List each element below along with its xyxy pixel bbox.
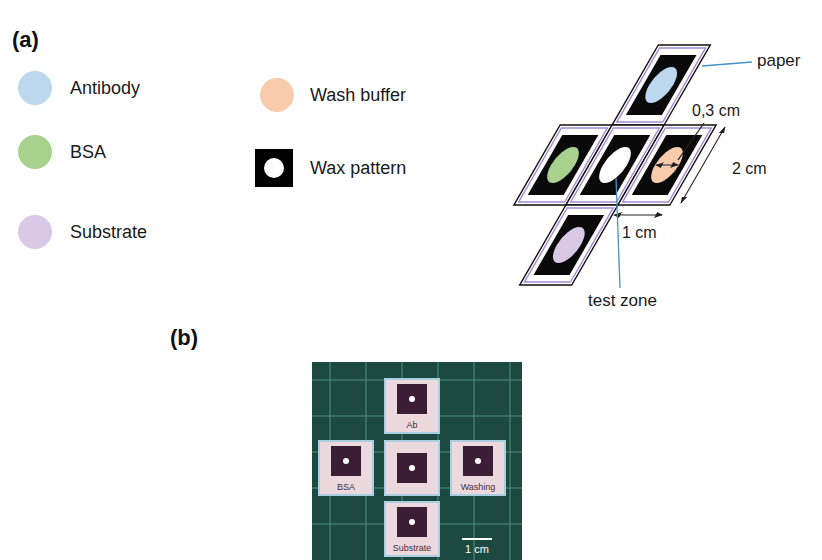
part-label: test zone bbox=[588, 292, 657, 311]
device-photo bbox=[312, 362, 522, 560]
wash-zone bbox=[618, 125, 716, 205]
legend-swatch bbox=[18, 71, 52, 105]
center-test-tile bbox=[385, 441, 439, 495]
dimension-label: 2 cm bbox=[732, 160, 767, 178]
leader-lines bbox=[616, 178, 620, 288]
wax-square bbox=[397, 507, 427, 537]
substrate-zone bbox=[520, 205, 618, 285]
wash-zone bbox=[632, 135, 703, 195]
dimension-arrow bbox=[614, 214, 662, 215]
wax-square bbox=[331, 446, 361, 476]
wax-hole bbox=[264, 158, 284, 178]
leader-lines bbox=[702, 62, 752, 66]
legend-text: Substrate bbox=[70, 221, 147, 243]
photo-zone-tile: Ab bbox=[384, 378, 440, 434]
legend-swatch bbox=[260, 78, 294, 112]
legend-symbol bbox=[255, 149, 293, 187]
legend-text: Antibody bbox=[70, 77, 140, 99]
substrate-zone bbox=[533, 215, 604, 275]
wash-zone bbox=[656, 164, 678, 165]
zone-label: BSA bbox=[337, 482, 355, 493]
substrate-zone bbox=[546, 227, 591, 263]
wax-square bbox=[397, 384, 427, 414]
test-dot bbox=[409, 519, 415, 525]
device-photo bbox=[312, 362, 522, 560]
wax-square bbox=[463, 446, 493, 476]
legend-text: Wax pattern bbox=[310, 157, 406, 179]
panel-label: (b) bbox=[170, 326, 198, 350]
antibody-zone bbox=[639, 67, 684, 103]
center-test-tile bbox=[409, 465, 415, 471]
panel-label: (a) bbox=[12, 28, 39, 52]
test-dot bbox=[343, 458, 349, 464]
test-zone bbox=[593, 147, 638, 183]
bsa-zone bbox=[541, 147, 586, 183]
wash-zone bbox=[623, 128, 712, 202]
legend-text: BSA bbox=[70, 141, 106, 163]
dimension-arrow bbox=[681, 127, 725, 203]
part-label: paper bbox=[757, 52, 800, 71]
zone-label: Washing bbox=[461, 482, 496, 493]
legend-swatch bbox=[18, 215, 52, 249]
test-dot bbox=[409, 396, 415, 402]
scale-bar bbox=[462, 538, 492, 540]
substrate-zone bbox=[524, 208, 613, 282]
antibody-zone bbox=[626, 55, 697, 115]
substrate-zone bbox=[520, 205, 618, 285]
leader-lines bbox=[678, 123, 704, 160]
center-test-tile bbox=[397, 453, 427, 483]
zone-label: Substrate bbox=[393, 543, 432, 554]
dimension-label: 1 cm bbox=[622, 224, 657, 242]
photo-zone-tile: Washing bbox=[450, 440, 506, 496]
legend-swatch bbox=[18, 135, 52, 169]
dimension-label: 0,3 cm bbox=[692, 102, 740, 120]
scale-label: 1 cm bbox=[465, 543, 489, 555]
cutting-mat-grid bbox=[312, 362, 522, 560]
center-test-tile bbox=[385, 441, 439, 495]
legend-text: Wash buffer bbox=[310, 84, 406, 106]
paper-cross-diagram bbox=[468, 45, 773, 285]
test-dot bbox=[475, 458, 481, 464]
wash-zone bbox=[618, 125, 716, 205]
leader-lines bbox=[616, 62, 752, 288]
photo-zone-tile: BSA bbox=[318, 440, 374, 496]
zone-label: Ab bbox=[406, 420, 417, 431]
cutting-mat-grid bbox=[510, 362, 511, 560]
photo-zone-tile: Substrate bbox=[384, 501, 440, 557]
